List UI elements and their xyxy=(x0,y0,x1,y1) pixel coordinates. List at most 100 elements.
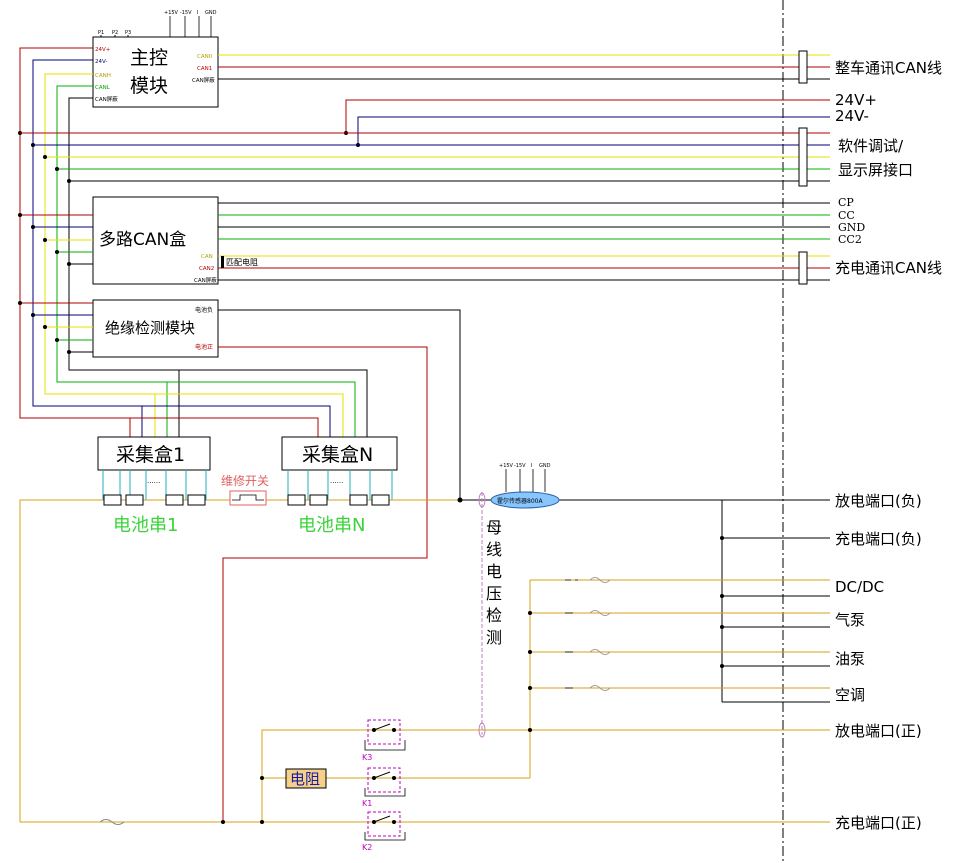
label-software-debug: 软件调试/ xyxy=(838,137,904,155)
label-charge-neg: 充电端口(负) xyxy=(835,530,922,548)
main-control-top-i: I xyxy=(197,10,198,16)
wire-insulation-neg xyxy=(218,309,461,500)
battery-string-N-label: 电池串N xyxy=(298,515,365,536)
relay-k2-label: K2 xyxy=(362,843,372,852)
battery-cells xyxy=(103,494,390,506)
label-24vp: 24V+ xyxy=(835,91,877,109)
label-cc2: CC2 xyxy=(838,233,862,246)
main-control-top-p1: P1 xyxy=(98,30,104,36)
match-resistor xyxy=(221,256,224,268)
main-control-top-p2: P2 xyxy=(112,30,118,36)
main-control-top-15vm: -15V xyxy=(180,10,192,16)
label-cp: CP xyxy=(838,196,854,209)
wire-24vp-collectorN xyxy=(130,417,319,437)
multi-can-box-title: 多路CAN盒 xyxy=(99,230,186,250)
svg-text:电: 电 xyxy=(486,562,502,581)
wire-discharge-pos xyxy=(261,729,830,822)
battery-string-1-label: 电池串1 xyxy=(113,515,178,536)
label-oil-pump: 油泵 xyxy=(835,650,865,668)
svg-text:线: 线 xyxy=(486,540,502,559)
insulation-module xyxy=(92,299,219,358)
hall-sensor-pin-15vp: +15V xyxy=(499,463,514,469)
wire-24vp-bus xyxy=(19,47,131,437)
label-24vm: 24V- xyxy=(835,107,869,125)
main-control-pin-shield-right: CAN屏蔽 xyxy=(192,76,215,84)
wire-24vm-supply xyxy=(33,116,830,146)
insulation-pin-neg: 电池负 xyxy=(195,306,213,314)
battery-dots-1: ...... xyxy=(147,477,160,485)
precharge-resistor-label: 电阻 xyxy=(290,770,320,788)
relay-k3 xyxy=(364,719,406,751)
wire-insulation-pos xyxy=(218,346,428,822)
multi-can-box-pin-can: CAN xyxy=(201,254,213,260)
wire-shield-bus xyxy=(68,97,180,437)
battery-dots-N: ...... xyxy=(330,477,343,485)
svg-text:母: 母 xyxy=(486,518,502,537)
label-vehicle-can: 整车通讯CAN线 xyxy=(835,59,942,77)
relay-k1 xyxy=(364,767,406,797)
svg-text:压: 压 xyxy=(486,584,502,603)
wire-24vm-bus xyxy=(32,59,143,437)
main-control-pin-canh: CANH xyxy=(95,73,111,79)
label-discharge-pos: 放电端口(正) xyxy=(835,722,922,740)
relay-k2 xyxy=(364,811,406,841)
multi-can-box xyxy=(92,196,219,285)
label-cc: CC xyxy=(838,209,855,222)
main-control-pin-can1-right: CAN1 xyxy=(197,66,212,72)
main-control-module xyxy=(92,36,219,108)
service-switch xyxy=(229,490,267,506)
main-control-top-p3: P3 xyxy=(125,30,131,36)
main-control-title-line1: 主控 xyxy=(130,47,168,69)
collector-box-N xyxy=(281,436,398,471)
wire-shield-collectorN xyxy=(179,369,368,437)
main-control-pin-can0-right: CAN0 xyxy=(197,54,213,60)
collector-box-1 xyxy=(97,436,211,471)
wire-canh-bus xyxy=(44,73,156,437)
label-charge-pos: 充电端口(正) xyxy=(835,814,922,832)
collector-box-N-title: 采集盒N xyxy=(302,444,373,466)
relay-k3-label: K3 xyxy=(362,753,372,762)
wire-24vm-collectorN xyxy=(142,405,331,437)
match-resistor-label: 匹配电阻 xyxy=(226,257,258,267)
label-dcdc: DC/DC xyxy=(835,578,884,596)
main-fuse xyxy=(99,819,125,825)
main-control-pin-24vm: 24V- xyxy=(95,59,107,65)
collector-box-1-title: 采集盒1 xyxy=(116,444,185,466)
label-display-port: 显示屏接口 xyxy=(838,161,913,179)
insulation-module-title: 绝缘检测模块 xyxy=(105,319,195,337)
main-control-title-line2: 模块 xyxy=(130,75,168,97)
label-charge-can: 充电通讯CAN线 xyxy=(835,259,942,277)
hall-sensor-pin-15vm: -15V xyxy=(514,463,526,469)
wire-canl-bus xyxy=(56,85,168,437)
branch-fuses xyxy=(565,577,611,691)
bus-voltage-label: 母 线 电 压 检 测 xyxy=(486,518,502,647)
wire-canh-collectorN xyxy=(155,393,344,437)
hall-sensor-label: 霍尔传感器800A xyxy=(497,497,543,505)
svg-text:检: 检 xyxy=(486,606,502,625)
main-control-top-15vp: +15V xyxy=(164,10,179,16)
label-aircon: 空调 xyxy=(835,686,865,704)
insulation-pin-pos: 电池正 xyxy=(195,343,213,351)
label-discharge-neg: 放电端口(负) xyxy=(835,492,922,510)
charge-can-connector xyxy=(798,251,808,285)
multi-can-box-pin-can2: CAN2 xyxy=(199,266,214,272)
relay-k1-label: K1 xyxy=(362,799,372,808)
svg-text:测: 测 xyxy=(486,628,502,647)
main-control-top-gnd: GND xyxy=(205,10,217,16)
wire-canl-collectorN xyxy=(167,381,356,437)
label-air-pump: 气泵 xyxy=(835,611,865,629)
hall-sensor xyxy=(490,491,560,509)
hall-sensor-pin-gnd: GND xyxy=(539,463,551,469)
main-control-pin-shield-left: CAN屏蔽 xyxy=(95,95,118,103)
hall-sensor-pin-i: I xyxy=(531,463,532,469)
main-control-pin-24vp: 24V+ xyxy=(95,47,111,53)
wire-battery-string xyxy=(19,499,830,822)
multi-can-box-pin-shield: CAN屏蔽 xyxy=(194,276,217,284)
label-gnd: GND xyxy=(838,221,865,234)
service-switch-label: 维修开关 xyxy=(221,473,269,488)
vehicle-can-connector xyxy=(798,50,808,84)
debug-port-connector xyxy=(798,127,808,187)
main-control-pin-canl: CANL xyxy=(95,85,111,91)
